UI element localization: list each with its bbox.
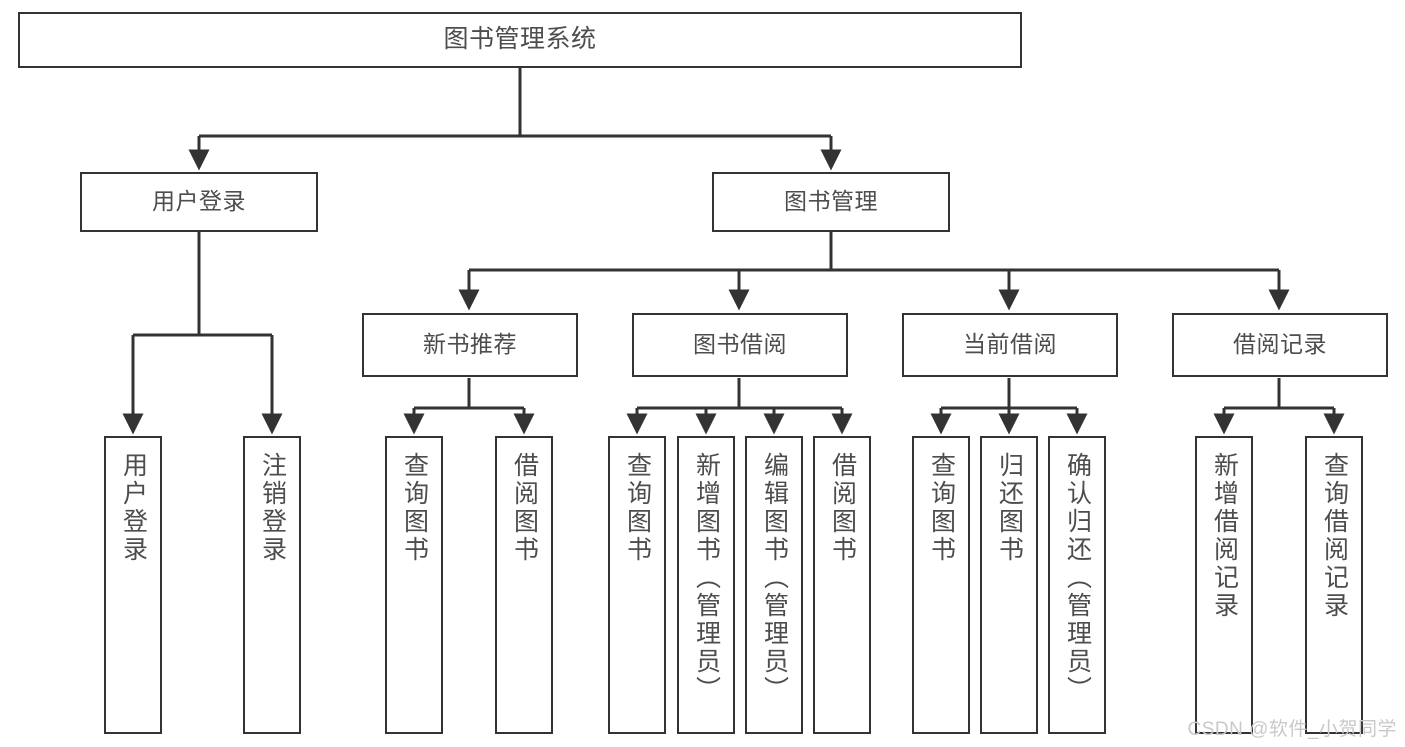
node-label: 新增借阅记录 <box>1210 452 1239 620</box>
node-label: 用户登录 <box>152 188 246 215</box>
node-label: 注销登录 <box>258 452 287 564</box>
node-label: 借阅图书 <box>828 452 857 564</box>
node-label: 借阅记录 <box>1233 331 1327 358</box>
leaf-new-book-2[interactable]: 借阅图书 <box>495 436 553 734</box>
node-label: 查询借阅记录 <box>1320 452 1349 620</box>
leaf-user-login-2[interactable]: 注销登录 <box>243 436 301 734</box>
node-label: 查询图书 <box>623 452 652 564</box>
node-label: 用户登录 <box>119 452 148 564</box>
node-label: 确认归还（管理员） <box>1063 452 1092 704</box>
node-label: 图书管理系统 <box>443 25 597 54</box>
leaf-book-borrow-3[interactable]: 编辑图书（管理员） <box>745 436 803 734</box>
leaf-current-borrow-1[interactable]: 查询图书 <box>912 436 970 734</box>
node-label: 图书借阅 <box>693 331 787 358</box>
node-user-login[interactable]: 用户登录 <box>80 172 318 232</box>
node-borrow-record[interactable]: 借阅记录 <box>1172 313 1388 377</box>
node-label: 借阅图书 <box>510 452 539 564</box>
node-new-book-recommend[interactable]: 新书推荐 <box>362 313 578 377</box>
node-label: 图书管理 <box>784 188 878 215</box>
watermark-text: CSDN @软件_小贺同学 <box>1187 719 1397 740</box>
leaf-borrow-record-2[interactable]: 查询借阅记录 <box>1305 436 1363 734</box>
leaf-new-book-1[interactable]: 查询图书 <box>385 436 443 734</box>
node-label: 新增图书（管理员） <box>692 452 721 704</box>
node-label: 归还图书 <box>995 452 1024 564</box>
node-label: 新书推荐 <box>423 331 517 358</box>
leaf-book-borrow-1[interactable]: 查询图书 <box>608 436 666 734</box>
node-root-system[interactable]: 图书管理系统 <box>18 12 1022 68</box>
node-book-manage[interactable]: 图书管理 <box>712 172 950 232</box>
leaf-current-borrow-2[interactable]: 归还图书 <box>980 436 1038 734</box>
node-label: 查询图书 <box>927 452 956 564</box>
node-label: 编辑图书（管理员） <box>760 452 789 704</box>
node-label: 当前借阅 <box>963 331 1057 358</box>
node-book-borrow[interactable]: 图书借阅 <box>632 313 848 377</box>
node-current-borrow[interactable]: 当前借阅 <box>902 313 1118 377</box>
leaf-book-borrow-4[interactable]: 借阅图书 <box>813 436 871 734</box>
leaf-borrow-record-1[interactable]: 新增借阅记录 <box>1195 436 1253 734</box>
leaf-current-borrow-3[interactable]: 确认归还（管理员） <box>1048 436 1106 734</box>
node-label: 查询图书 <box>400 452 429 564</box>
leaf-user-login-1[interactable]: 用户登录 <box>104 436 162 734</box>
leaf-book-borrow-2[interactable]: 新增图书（管理员） <box>677 436 735 734</box>
